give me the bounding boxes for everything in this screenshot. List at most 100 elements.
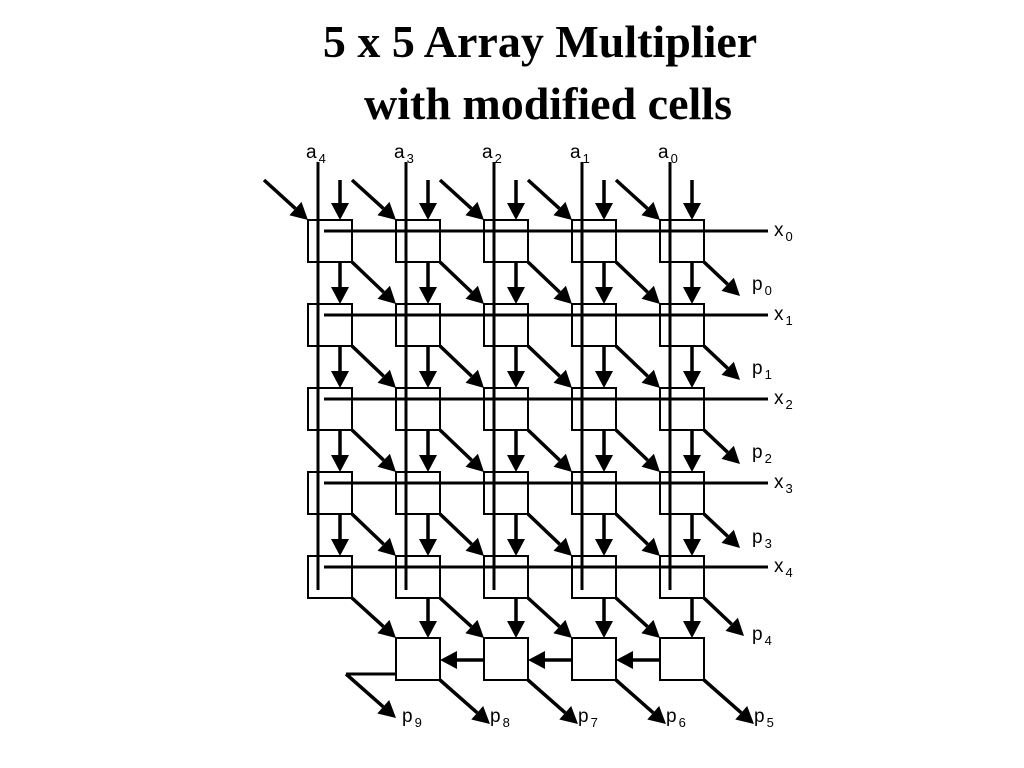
carry-arrow: [614, 260, 660, 304]
carry-arrow: [438, 512, 484, 556]
carry-arrow: [438, 344, 484, 388]
multiplier-cell: [395, 387, 441, 431]
product-output-arrow: [702, 678, 754, 724]
sum-arrow: [419, 598, 437, 638]
multiplier-cell: [307, 219, 353, 263]
product-output-arrow: [702, 512, 740, 548]
carry-input-arrow: [262, 178, 308, 220]
adder-cell: [483, 637, 529, 681]
multiplier-cell: [659, 219, 705, 263]
product-output-arrow: [344, 672, 396, 718]
product-output-arrow: [702, 428, 740, 464]
sum-arrow: [507, 514, 525, 556]
sum-arrow: [595, 346, 613, 388]
carry-arrow: [526, 596, 572, 638]
carry-input-arrow: [438, 178, 484, 220]
carry-arrow: [350, 344, 396, 388]
multiplier-cell: [395, 219, 441, 263]
carry-input-arrow: [526, 178, 572, 220]
sum-input-arrow: [419, 180, 437, 220]
ripple-carry-arrow: [440, 651, 484, 669]
carry-arrow: [526, 260, 572, 304]
sum-arrow: [683, 514, 701, 556]
multiplier-cell: [659, 471, 705, 515]
multiplier-cell: [571, 303, 617, 347]
carry-arrow: [614, 512, 660, 556]
sum-input-arrow: [683, 180, 701, 220]
sum-arrow: [683, 430, 701, 472]
carry-input-arrow: [350, 178, 396, 220]
multiplier-cell: [307, 303, 353, 347]
carry-arrow: [350, 512, 396, 556]
carry-arrow: [526, 512, 572, 556]
product-output-arrow: [702, 596, 744, 636]
sum-arrow: [595, 598, 613, 638]
carry-input-arrow: [614, 178, 660, 220]
carry-arrow: [350, 596, 396, 638]
sum-arrow: [331, 514, 349, 556]
title-line-2: with modified cells: [364, 78, 732, 129]
multiplier-cell: [483, 555, 529, 599]
carry-arrow: [526, 428, 572, 472]
adder-cell: [571, 637, 617, 681]
sum-arrow: [507, 262, 525, 304]
carry-arrow: [526, 344, 572, 388]
adder-cell: [395, 637, 441, 681]
ripple-carry-arrow: [616, 651, 660, 669]
multiplier-cell: [571, 555, 617, 599]
sum-input-arrow: [331, 180, 349, 220]
sum-arrow: [419, 346, 437, 388]
product-output-arrow: [438, 678, 490, 724]
sum-arrow: [595, 514, 613, 556]
multiplier-cell: [571, 387, 617, 431]
carry-arrow: [438, 428, 484, 472]
multiplier-cell: [483, 303, 529, 347]
sum-arrow: [331, 346, 349, 388]
multiplier-cell: [307, 555, 353, 599]
title-line-1: 5 x 5 Array Multiplier: [322, 16, 758, 67]
multiplier-cell: [483, 387, 529, 431]
multiplier-cell: [483, 219, 529, 263]
carry-arrow: [350, 428, 396, 472]
multiplier-cell: [483, 471, 529, 515]
multiplier-cell: [659, 303, 705, 347]
sum-arrow: [683, 262, 701, 304]
sum-arrow: [419, 514, 437, 556]
sum-arrow: [595, 262, 613, 304]
multiplier-cell: [395, 555, 441, 599]
carry-arrow: [614, 344, 660, 388]
multiplier-cell: [659, 555, 705, 599]
product-output-arrow: [526, 678, 578, 724]
multiplier-cell: [571, 219, 617, 263]
multiplier-cell: [395, 303, 441, 347]
adder-cell: [659, 637, 705, 681]
carry-arrow: [614, 596, 660, 638]
multiplier-cell: [659, 387, 705, 431]
product-output-arrow: [702, 260, 740, 296]
sum-arrow: [331, 430, 349, 472]
carry-arrow: [614, 428, 660, 472]
ripple-carry-arrow: [528, 651, 572, 669]
sum-arrow: [419, 262, 437, 304]
carry-arrow: [350, 260, 396, 304]
sum-arrow: [507, 346, 525, 388]
carry-arrow: [438, 260, 484, 304]
sum-arrow: [683, 346, 701, 388]
